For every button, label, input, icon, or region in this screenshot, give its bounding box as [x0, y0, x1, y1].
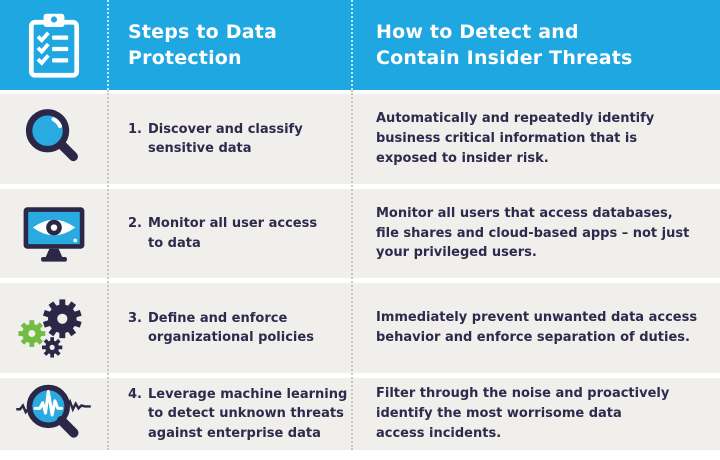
step-number: 3. [128, 310, 142, 326]
pulse-magnifier-icon [15, 381, 93, 447]
step-number: 1. [128, 121, 142, 137]
table-row-policies: 3. Define and enforce organizational pol… [0, 283, 720, 373]
row4-icon-cell [0, 378, 108, 450]
monitor-eye-icon [19, 204, 89, 264]
step-number: 4. [128, 386, 142, 402]
step-description: Automatically and repeatedly identify bu… [376, 111, 655, 166]
step-description: Immediately prevent unwanted data access… [376, 310, 698, 345]
row2-step-cell: 2. Monitor all user access to data [108, 189, 352, 278]
row4-desc-cell: Filter through the noise and proactively… [352, 378, 720, 450]
step-number: 2. [128, 216, 142, 231]
step-description: Filter through the noise and proactively… [376, 386, 670, 441]
clipboard-checklist-icon [23, 10, 85, 80]
header-steps-cell: Steps to Data Protection [108, 0, 352, 90]
step-label: Define and enforce organizational polici… [147, 310, 314, 346]
step-label: Monitor all user access to data [147, 216, 318, 251]
row1-icon-cell [0, 94, 108, 184]
row3-step-cell: 3. Define and enforce organizational pol… [108, 283, 352, 373]
table-row-monitor: 2. Monitor all user access to data Monit… [0, 189, 720, 278]
gears-icon [18, 294, 90, 362]
step-label: Leverage machine learning to detect unkn… [147, 386, 348, 441]
row3-desc-cell: Immediately prevent unwanted data access… [352, 283, 720, 373]
row1-desc-cell: Automatically and repeatedly identify bu… [352, 94, 720, 184]
header-icon-cell [0, 0, 108, 90]
column-title-detect: How to Detect and Contain Insider Threat… [376, 20, 633, 69]
header-row: Steps to Data Protection How to Detect a… [0, 0, 720, 90]
row2-icon-cell [0, 189, 108, 278]
row1-step-cell: 1. Discover and classify sensitive data [108, 94, 352, 184]
row4-step-cell: 4. Leverage machine learning to detect u… [108, 378, 352, 450]
step-label: Discover and classify sensitive data [147, 121, 303, 157]
step-description: Monitor all users that access databases,… [376, 205, 690, 261]
magnifier-icon [19, 104, 89, 174]
table-row-machine-learning: 4. Leverage machine learning to detect u… [0, 378, 720, 450]
table-row-discover: 1. Discover and classify sensitive data … [0, 94, 720, 184]
row3-icon-cell [0, 283, 108, 373]
header-detect-cell: How to Detect and Contain Insider Threat… [352, 0, 720, 90]
column-title-steps: Steps to Data Protection [128, 20, 278, 69]
row2-desc-cell: Monitor all users that access databases,… [352, 189, 720, 278]
